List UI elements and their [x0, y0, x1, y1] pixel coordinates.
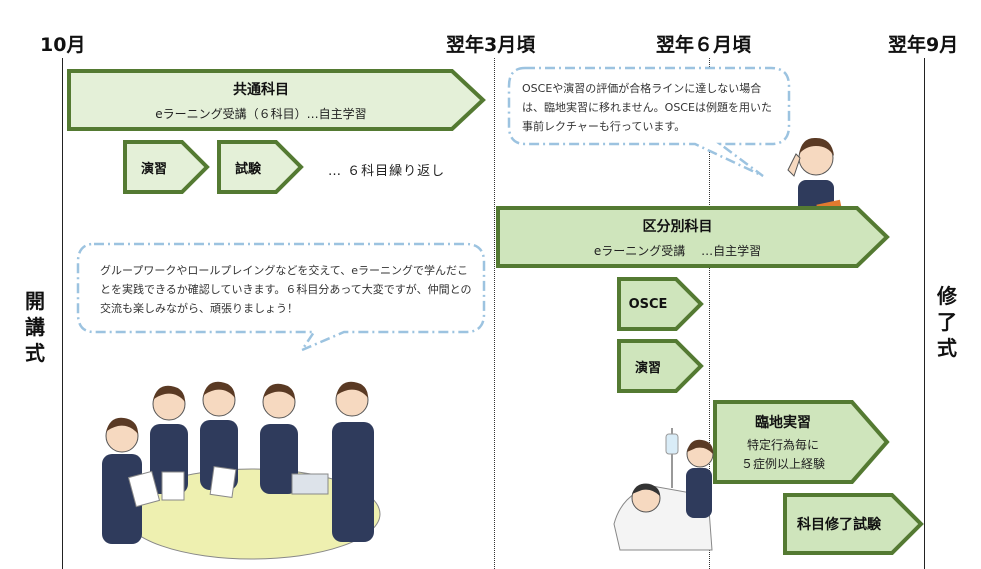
- divisional-subjects-arrow: 区分別科目 eラーニング受講 …自主学習: [495, 205, 890, 269]
- practicum-title: 臨地実習: [755, 415, 811, 431]
- timeline-march-line: [494, 58, 495, 569]
- group-work-illustration: [102, 381, 381, 560]
- start-ceremony-text: 開講式: [25, 289, 45, 365]
- common-subjects-arrow: 共通科目 eラーニング受講（６科目）…自主学習: [66, 68, 486, 132]
- common-exercise-arrow: 演習: [122, 139, 210, 195]
- practicum-line1: 特定行為毎に: [746, 438, 819, 452]
- bedside-illustration: [613, 428, 714, 551]
- osce-label: OSCE: [628, 296, 668, 312]
- timeline-label-march: 翌年3月頃: [446, 34, 536, 56]
- divisional-exercise-label: 演習: [634, 360, 661, 376]
- common-subjects-title: 共通科目: [233, 81, 289, 98]
- timeline-end-line: [924, 58, 925, 569]
- common-exam-arrow: 試験: [216, 139, 304, 195]
- end-ceremony-text: 修了式: [937, 284, 957, 360]
- final-exam-arrow: 科目修了試験: [782, 492, 924, 556]
- speech-bubble-top: [507, 66, 791, 178]
- start-ceremony-label: 開講式: [22, 288, 48, 366]
- timeline-june-line: [709, 58, 710, 569]
- common-exercise-label: 演習: [140, 161, 167, 177]
- repeat-note: … ６科目繰り返し: [328, 164, 446, 179]
- timeline-label-sept: 翌年9月: [888, 34, 959, 56]
- timeline-start-line: [62, 58, 63, 569]
- osce-arrow: OSCE: [616, 276, 704, 332]
- practicum-arrow: 臨地実習 特定行為毎に ５症例以上経験: [712, 399, 890, 485]
- timeline-label-oct: 10月: [40, 34, 86, 56]
- speech-bubble-left-text: グループワークやロールプレイングなどを交えて、eラーニングで学んだことを実践でき…: [100, 264, 472, 315]
- end-ceremony-label: 修了式: [934, 283, 960, 361]
- common-exam-label: 試験: [234, 161, 261, 177]
- divisional-subjects-title: 区分別科目: [642, 218, 713, 235]
- divisional-subjects-sub: eラーニング受講 …自主学習: [593, 243, 762, 258]
- speech-bubble-left: [76, 242, 486, 352]
- practicum-line2: ５症例以上経験: [740, 457, 825, 471]
- divisional-exercise-arrow: 演習: [616, 338, 704, 394]
- common-subjects-sub: eラーニング受講（６科目）…自主学習: [155, 106, 367, 121]
- timeline-label-june: 翌年６月頃: [656, 34, 752, 56]
- final-exam-label: 科目修了試験: [797, 517, 881, 533]
- speech-bubble-top-text: OSCEや演習の評価が合格ラインに達しない場合は、臨地実習に移れません。OSCE…: [522, 82, 772, 133]
